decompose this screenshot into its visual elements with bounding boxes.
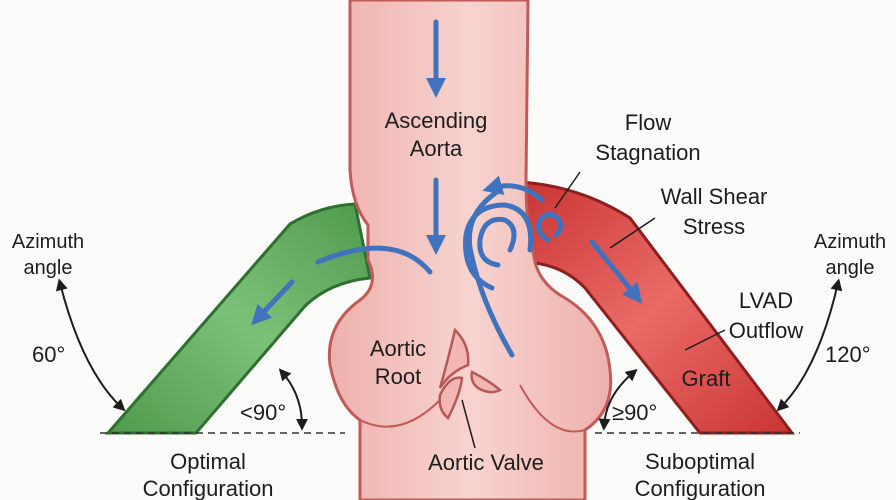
aortic-valve-label: Aortic Valve (428, 450, 544, 475)
svg-text:Stagnation: Stagnation (595, 140, 700, 165)
svg-text:LVAD: LVAD (739, 288, 793, 313)
right-insertion-angle-value: ≥90° (612, 400, 657, 425)
svg-text:Graft: Graft (682, 366, 731, 391)
svg-text:Configuration: Configuration (635, 476, 766, 500)
svg-text:Ascending: Ascending (385, 108, 488, 133)
left-azimuth-label: Azimuth angle (12, 231, 84, 279)
svg-text:Aortic: Aortic (370, 336, 426, 361)
left-azimuth-value: 60° (32, 342, 65, 367)
optimal-outflow-graft (108, 204, 370, 433)
wall-shear-stress-label: Wall Shear Stress (661, 184, 768, 239)
svg-text:Optimal: Optimal (170, 449, 246, 474)
svg-text:Configuration: Configuration (143, 476, 274, 500)
svg-text:Stress: Stress (683, 214, 745, 239)
svg-text:Outflow: Outflow (729, 318, 804, 343)
svg-text:Azimuth: Azimuth (12, 231, 84, 253)
flow-stagnation-label: Flow Stagnation (595, 110, 700, 165)
left-azimuth-arc (60, 283, 122, 408)
svg-text:Root: Root (375, 364, 421, 389)
right-azimuth-label: Azimuth angle (814, 231, 886, 279)
optimal-configuration-label: Optimal Configuration (143, 449, 274, 500)
svg-text:Aorta: Aorta (410, 136, 463, 161)
svg-text:Suboptimal: Suboptimal (645, 449, 755, 474)
svg-text:Azimuth: Azimuth (814, 231, 886, 253)
svg-text:Wall Shear: Wall Shear (661, 184, 768, 209)
right-azimuth-value: 120° (825, 342, 871, 367)
svg-text:angle: angle (826, 257, 875, 279)
svg-text:Flow: Flow (625, 110, 672, 135)
suboptimal-configuration-label: Suboptimal Configuration (635, 449, 766, 500)
left-insertion-angle-value: <90° (240, 400, 286, 425)
svg-text:angle: angle (24, 257, 73, 279)
